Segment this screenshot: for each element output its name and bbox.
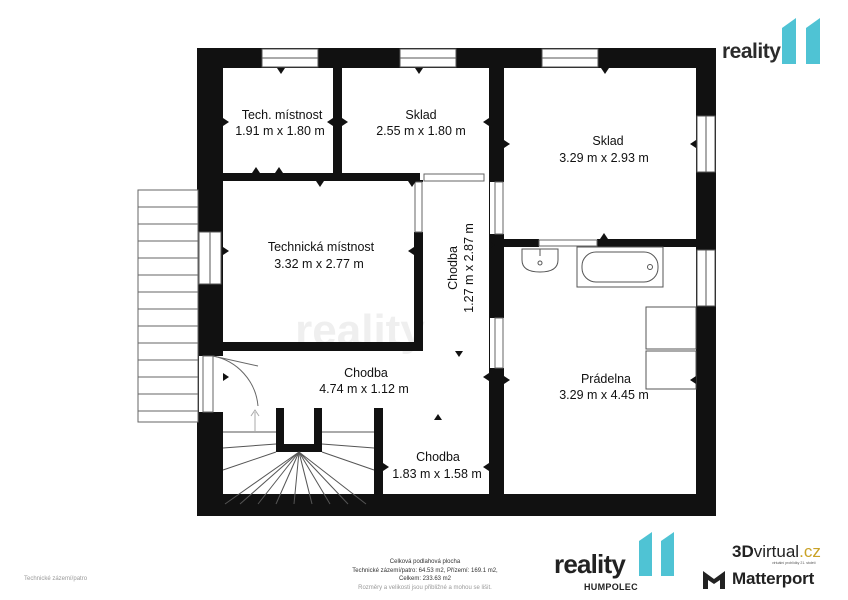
area-summary-total: Celkem: 233.63 m2 — [398, 576, 452, 582]
room-dims-sklad-2: 3.29 m x 2.93 m — [559, 151, 649, 165]
3dvirtual-logo-3d: 3D — [732, 542, 754, 561]
reality-logo-bottom-word: reality — [554, 549, 626, 579]
eleven-logo-mark-bottom-icon — [639, 532, 674, 576]
floor-name-note: Technické zázemí/patro — [24, 576, 88, 582]
area-summary-disclaimer: Rozměry a velikosti jsou přibližné a moh… — [358, 584, 492, 591]
reality-logo-city: HUMPOLEC — [584, 582, 638, 592]
area-summary-floors: Technické zázemí/patro: 64.53 m2, Přízem… — [352, 567, 498, 574]
reality-logo-top-word: reality — [722, 40, 781, 63]
room-name-sklad-2: Sklad — [592, 134, 623, 148]
door-openings — [199, 173, 597, 412]
window-panes — [209, 57, 707, 306]
3dvirtual-logo: 3Dvirtual.cz virtuální prohlídky 21. sto… — [732, 542, 821, 565]
area-summary: Celková podlahová plocha Technické zázem… — [300, 558, 550, 592]
room-dims-chodba-vertical: 1.27 m x 2.87 m — [462, 223, 476, 313]
interior-staircase — [222, 409, 375, 505]
exterior-stairs — [137, 189, 199, 423]
room-name-tech-small: Tech. místnost — [242, 108, 323, 122]
room-dims-technicka: 3.32 m x 2.77 m — [274, 257, 364, 271]
matterport-logo-word: Matterport — [732, 569, 815, 588]
reality-humpolec-logo: reality HUMPOLEC — [554, 532, 684, 592]
reality-logo-top: reality — [722, 18, 832, 70]
room-dims-chodba-small: 1.83 m x 1.58 m — [392, 467, 482, 481]
room-name-chodba-main: Chodba — [344, 366, 388, 380]
room-dims-tech-small: 1.91 m x 1.80 m — [235, 124, 325, 138]
room-name-sklad-1: Sklad — [405, 108, 436, 122]
room-name-pradelna: Prádelna — [581, 372, 631, 386]
area-summary-title: Celková podlahová plocha — [389, 559, 461, 565]
room-dims-pradelna: 3.29 m x 4.45 m — [559, 388, 649, 402]
matterport-mark-icon — [703, 571, 725, 589]
3dvirtual-tagline: virtuální prohlídky 21. století — [772, 561, 816, 565]
sink — [521, 248, 559, 273]
room-dims-sklad-1: 2.55 m x 1.80 m — [376, 124, 466, 138]
room-name-chodba-small: Chodba — [416, 450, 460, 464]
door-frames — [202, 173, 598, 413]
matterport-logo: Matterport — [702, 568, 814, 595]
3dvirtual-logo-tld: .cz — [799, 542, 821, 561]
bathtub — [576, 246, 664, 288]
eleven-logo-mark-icon — [782, 18, 820, 64]
washing-machines — [645, 306, 697, 390]
room-dims-chodba-main: 4.74 m x 1.12 m — [319, 382, 409, 396]
room-name-chodba-vertical: Chodba — [446, 246, 460, 290]
door-markers — [223, 68, 696, 500]
room-labels: Tech. místnost 1.91 m x 1.80 m Sklad 2.5… — [235, 108, 649, 481]
room-name-technicka: Technická místnost — [268, 240, 375, 254]
3dvirtual-logo-word: virtual — [753, 542, 800, 561]
